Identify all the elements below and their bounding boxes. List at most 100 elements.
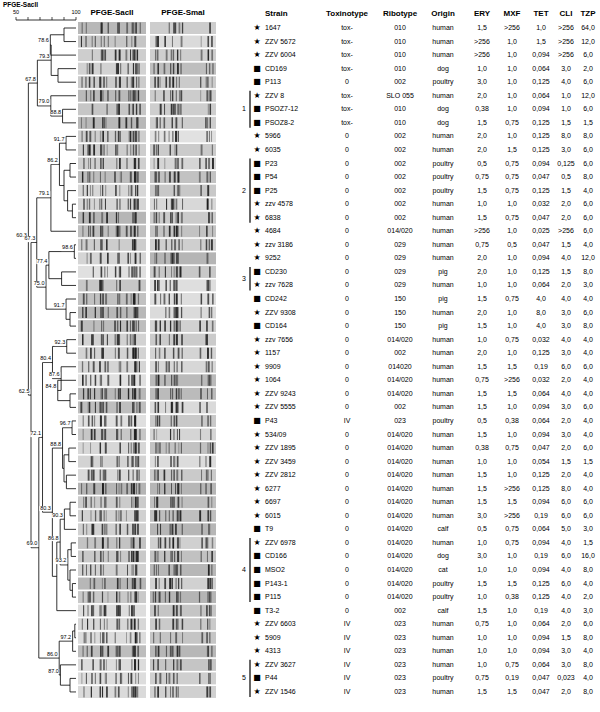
gel-band	[119, 280, 120, 291]
gel-band	[93, 592, 94, 603]
gel-band	[127, 524, 128, 535]
gel-band	[104, 36, 105, 47]
table-cell: 0,094	[532, 404, 550, 411]
gel-band	[159, 510, 160, 521]
gel-band	[138, 131, 139, 142]
gel-band	[120, 172, 121, 183]
gel-band	[133, 686, 134, 697]
dendrogram-branch	[70, 407, 76, 408]
gel-band	[200, 77, 201, 88]
gel-band	[172, 36, 173, 47]
table-cell: 8,0	[583, 133, 593, 140]
gel-band	[175, 578, 176, 589]
gel-band	[119, 77, 121, 88]
gel-band	[105, 605, 107, 616]
smai-lane	[150, 334, 216, 346]
gel-band	[117, 470, 118, 481]
table-cell: >256	[474, 51, 490, 58]
table-cell: 014/020	[387, 458, 412, 465]
gel-band	[199, 673, 201, 684]
gel-band	[102, 429, 103, 440]
gel-band	[169, 226, 171, 237]
table-cell: 014020	[388, 363, 411, 370]
gel-band	[132, 348, 134, 359]
table-cell: >256	[558, 51, 574, 58]
gel-band	[100, 659, 101, 670]
gel-band	[172, 537, 174, 548]
table-cell: 002	[394, 404, 406, 411]
lane-background	[78, 456, 146, 468]
gel-band	[126, 361, 128, 372]
gel-band	[155, 578, 156, 589]
gel-band	[119, 388, 120, 399]
gel-band	[210, 605, 212, 616]
table-cell: 0,032	[532, 377, 550, 384]
gel-band	[133, 497, 134, 508]
gel-band	[171, 578, 172, 589]
gel-band	[134, 375, 135, 386]
origin-marker: ■	[253, 295, 261, 303]
gel-band	[158, 537, 159, 548]
gel-band	[129, 605, 130, 616]
gel-band	[119, 199, 120, 210]
dendrogram-branch	[70, 502, 76, 503]
gel-band	[106, 239, 107, 250]
table-cell: 1,0	[507, 350, 517, 357]
sacii-lane	[78, 442, 146, 454]
gel-band	[174, 334, 175, 345]
gel-band	[99, 361, 101, 372]
table-cell: 0	[345, 295, 349, 302]
gel-band	[175, 144, 176, 155]
table-cell: 1,5	[477, 214, 487, 221]
lane-background	[150, 645, 216, 657]
gel-band	[131, 605, 133, 616]
gel-band	[174, 456, 175, 467]
gel-band	[139, 144, 140, 155]
gel-band	[157, 483, 158, 494]
gel-band	[83, 429, 84, 440]
gel-band	[181, 483, 182, 494]
table-cell: human	[432, 24, 453, 31]
dendrogram-branch	[58, 390, 61, 391]
gel-band	[132, 578, 134, 589]
gel-band	[172, 686, 174, 697]
gel-band	[137, 199, 139, 210]
gel-band	[102, 131, 103, 142]
gel-band	[172, 77, 174, 88]
gel-band	[119, 537, 120, 548]
gel-band	[91, 605, 92, 616]
table-cell: human	[432, 282, 453, 289]
gel-band	[102, 483, 103, 494]
gel-band	[178, 578, 179, 589]
table-cell: 1,5	[477, 485, 487, 492]
gel-band	[135, 361, 136, 372]
gel-band	[173, 104, 174, 115]
gel-band	[208, 212, 209, 223]
gel-band	[158, 686, 159, 697]
gel-band	[155, 50, 156, 61]
gel-band	[134, 158, 135, 169]
gel-band	[120, 578, 121, 589]
gel-band	[102, 686, 103, 697]
table-cell: 2,0	[477, 92, 487, 99]
gel-band	[127, 348, 128, 359]
table-cell: 2,0	[561, 282, 571, 289]
gel-band	[114, 321, 116, 332]
gel-band	[128, 185, 129, 196]
gel-band	[104, 429, 105, 440]
gel-band	[88, 361, 89, 372]
table-cell: PSOZ8-2	[265, 119, 294, 126]
gel-band	[85, 375, 86, 386]
dendrogram-branch	[69, 461, 76, 462]
table-cell: tox-	[341, 119, 353, 126]
lane-background	[78, 537, 146, 549]
gel-band	[175, 375, 176, 386]
dendrogram-branch	[39, 658, 59, 659]
origin-marker: ★	[253, 390, 260, 398]
gel-band	[205, 117, 206, 128]
gel-band	[132, 23, 134, 34]
gel-band	[133, 470, 134, 481]
gel-band	[86, 280, 88, 291]
table-cell: 0	[345, 336, 349, 343]
